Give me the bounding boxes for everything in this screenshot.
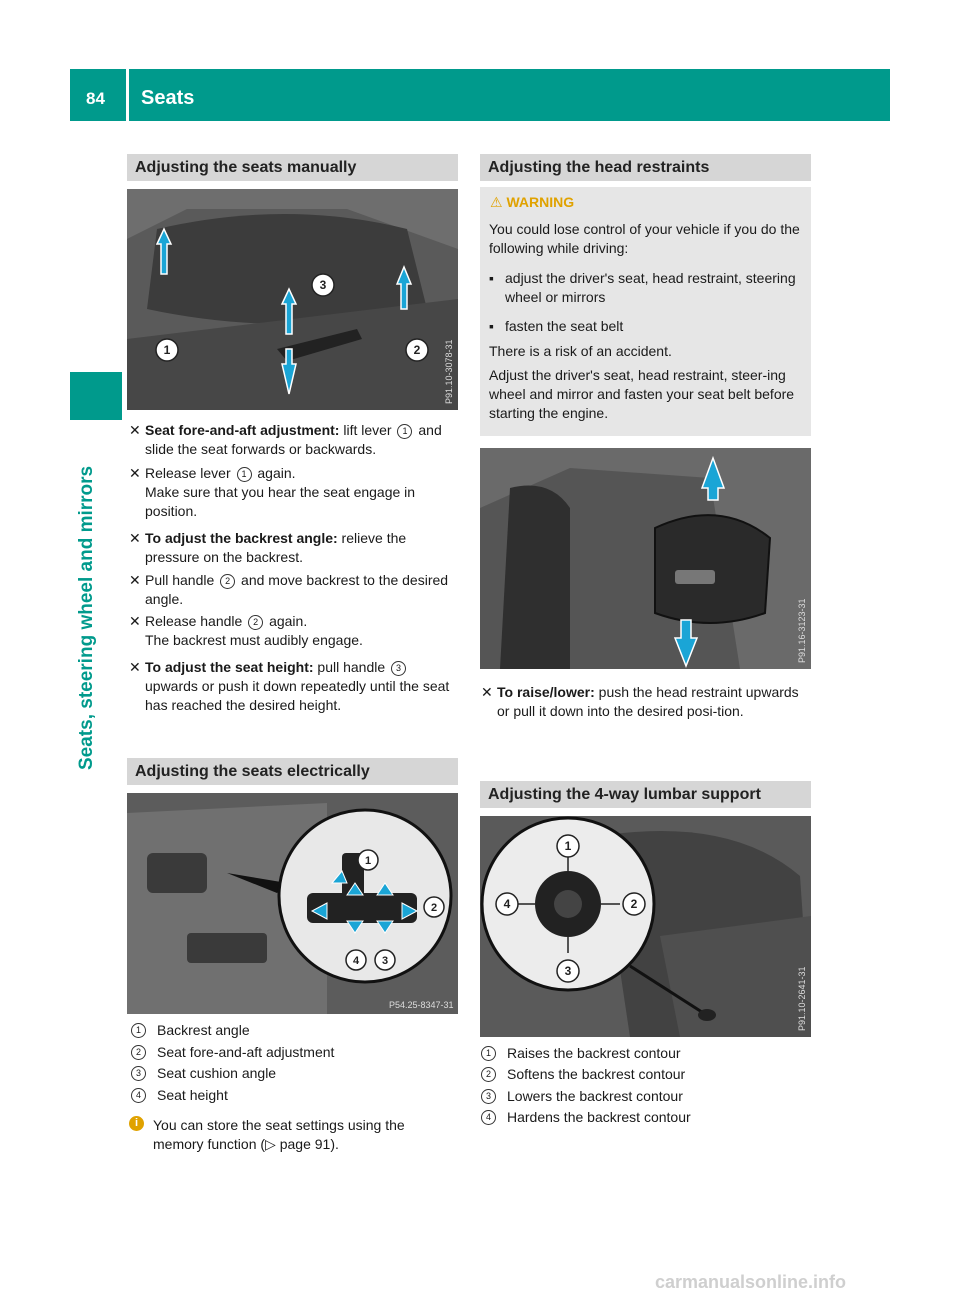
- image-code: P91.10-3078-31: [444, 339, 454, 404]
- page-ref-arrow-icon: ▷: [265, 1136, 276, 1152]
- callout-4-icon: 4: [131, 1088, 146, 1103]
- callout-1-icon: 1: [397, 424, 413, 439]
- svg-text:4: 4: [504, 897, 511, 911]
- callout-1-icon: 1: [481, 1046, 496, 1061]
- svg-text:2: 2: [431, 902, 437, 914]
- manual-step-5: ✕Release handle 2 again. The backrest mu…: [129, 613, 363, 648]
- warning-box: ⚠ WARNING You could lose control of your…: [480, 187, 811, 436]
- callout-3-icon: 3: [131, 1066, 146, 1081]
- section-title-manual: Adjusting the seats manually: [127, 154, 458, 181]
- svg-text:1: 1: [565, 839, 572, 853]
- watermark: carmanualsonline.info: [655, 1272, 847, 1292]
- manual-step-4: ✕Pull handle 2 and move backrest to the …: [129, 572, 449, 607]
- svg-text:2: 2: [631, 897, 638, 911]
- svg-text:4: 4: [353, 955, 360, 967]
- callout-3-icon: 3: [391, 661, 407, 676]
- chapter-title: Seats, steering wheel and mirrors: [76, 465, 97, 770]
- callout-1-icon: 1: [131, 1023, 146, 1038]
- callout-4-icon: 4: [481, 1110, 496, 1125]
- manual-step-6: ✕To adjust the seat height: pull handle …: [129, 659, 450, 713]
- section-title-lumbar: Adjusting the 4-way lumbar support: [480, 781, 811, 808]
- svg-text:3: 3: [382, 955, 388, 967]
- chapter-tab: [70, 372, 122, 420]
- warning-advice: Adjust the driver's seat, head restraint…: [489, 367, 795, 421]
- page-title: Seats: [141, 87, 195, 109]
- warning-bullet: ▪fasten the seat belt: [489, 318, 624, 334]
- warning-bullet: ▪adjust the driver's seat, head restrain…: [489, 270, 796, 305]
- warning-intro: You could lose control of your vehicle i…: [489, 221, 800, 256]
- page-header: 84 Seats: [70, 69, 890, 121]
- callout-2-icon: 2: [220, 574, 236, 589]
- image-code: P91.16-3123-31: [797, 598, 807, 663]
- lumbar-support-image: 1 2 3 4 P91.10-2641-31: [480, 816, 811, 1037]
- header-divider: [126, 69, 129, 121]
- head-restraint-image: P91.16-3123-31: [480, 448, 811, 669]
- svg-text:3: 3: [320, 278, 327, 292]
- manual-step-3: ✕To adjust the backrest angle: relieve t…: [129, 530, 407, 565]
- manual-seat-image: 1 3 2 P91.10-3078-31: [127, 189, 458, 410]
- info-icon: i: [129, 1116, 144, 1131]
- callout-2-icon: 2: [248, 615, 264, 630]
- callout-2-icon: 2: [131, 1045, 146, 1060]
- warning-risk: There is a risk of an accident.: [489, 343, 672, 359]
- manual-step-1: ✕Seat fore-and-aft adjustment: lift leve…: [129, 422, 442, 457]
- svg-text:1: 1: [365, 855, 371, 867]
- callout-3-icon: 3: [481, 1089, 496, 1104]
- electric-seat-image: 1 2 4 3 P54.25-8347-31: [127, 793, 458, 1014]
- svg-text:2: 2: [414, 343, 421, 357]
- image-code: P54.25-8347-31: [389, 1000, 454, 1010]
- image-code: P91.10-2641-31: [797, 966, 807, 1031]
- callout-1-icon: 1: [236, 467, 252, 482]
- callout-2-icon: 2: [481, 1067, 496, 1082]
- svg-text:3: 3: [565, 964, 572, 978]
- head-step: ✕To raise/lower: push the head restraint…: [481, 684, 799, 719]
- svg-text:1: 1: [164, 343, 171, 357]
- manual-step-2: ✕Release lever 1 again. Make sure that y…: [129, 465, 416, 519]
- section-title-electric: Adjusting the seats electrically: [127, 758, 458, 785]
- page-number: 84: [86, 89, 105, 108]
- section-title-head-restraints: Adjusting the head restraints: [480, 154, 811, 181]
- warning-heading: ⚠ WARNING: [490, 194, 575, 210]
